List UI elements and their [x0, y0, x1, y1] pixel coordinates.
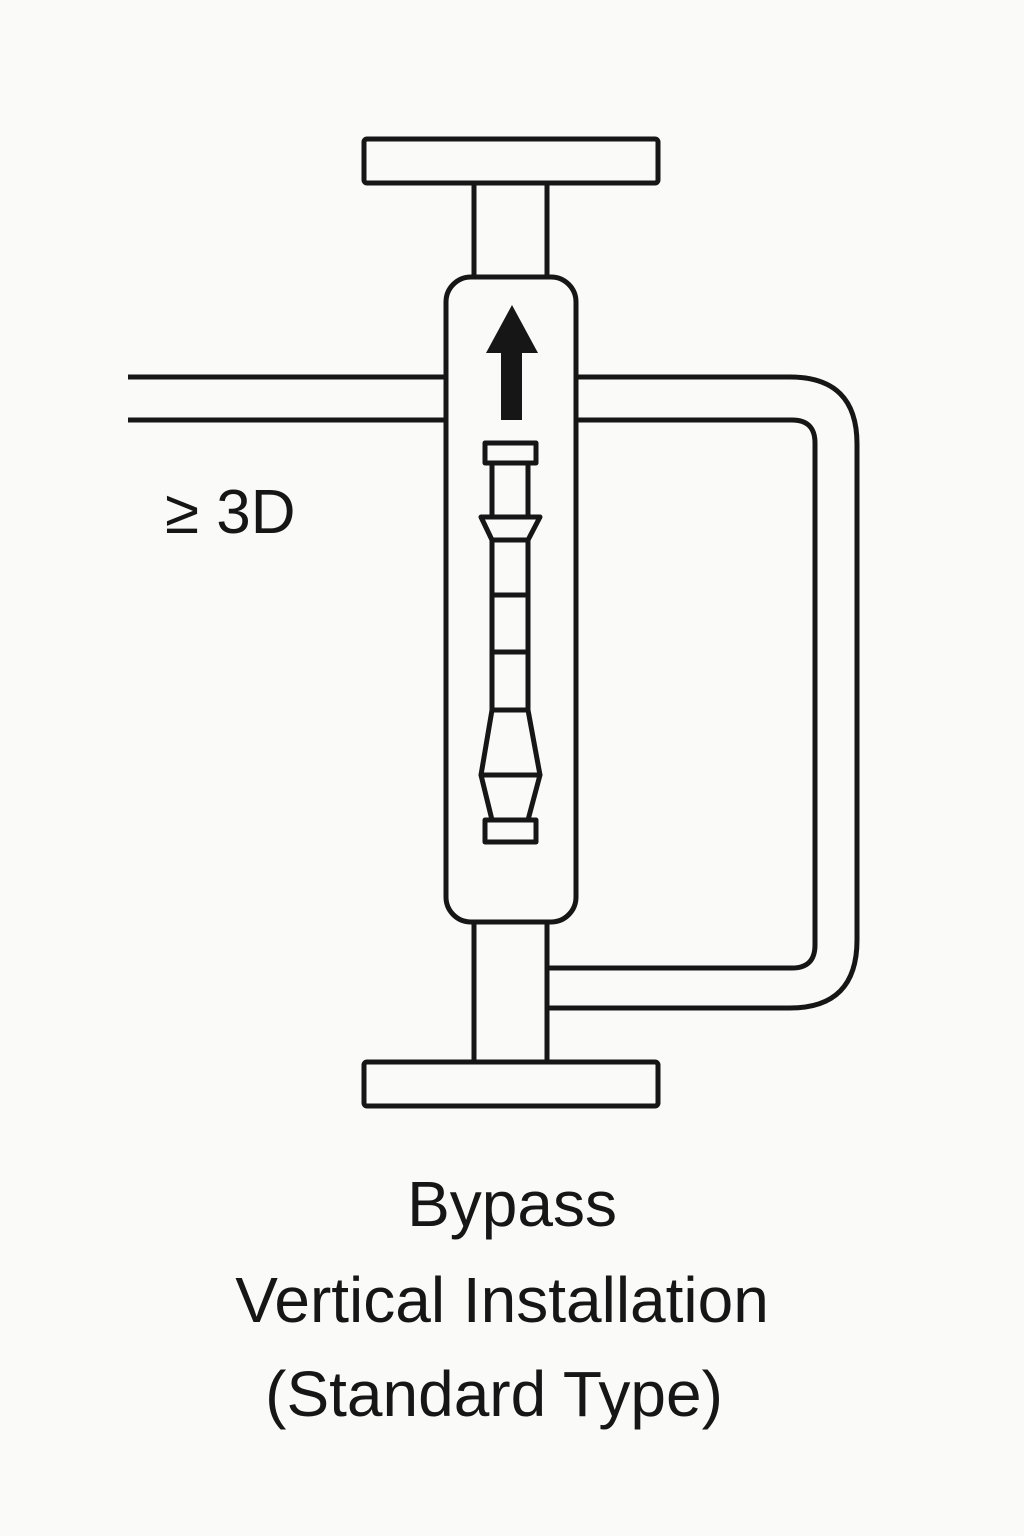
bottom-pipe-stem [471, 922, 550, 1062]
caption-line-3: (Standard Type) [265, 1358, 723, 1430]
flow-arrow-up-icon [486, 305, 538, 420]
bypass-loop-pipe [547, 374, 860, 1011]
flowmeter-tube [443, 274, 579, 925]
bottom-flange [361, 1059, 661, 1109]
float-element [478, 440, 543, 845]
top-flange [361, 136, 661, 186]
caption-line-1: Bypass [407, 1168, 617, 1240]
distance-label: ≥ 3D [165, 478, 296, 547]
top-pipe-stem [471, 183, 550, 277]
caption-line-2: Vertical Installation [235, 1264, 769, 1336]
horizontal-inlet-pipe [128, 374, 446, 423]
